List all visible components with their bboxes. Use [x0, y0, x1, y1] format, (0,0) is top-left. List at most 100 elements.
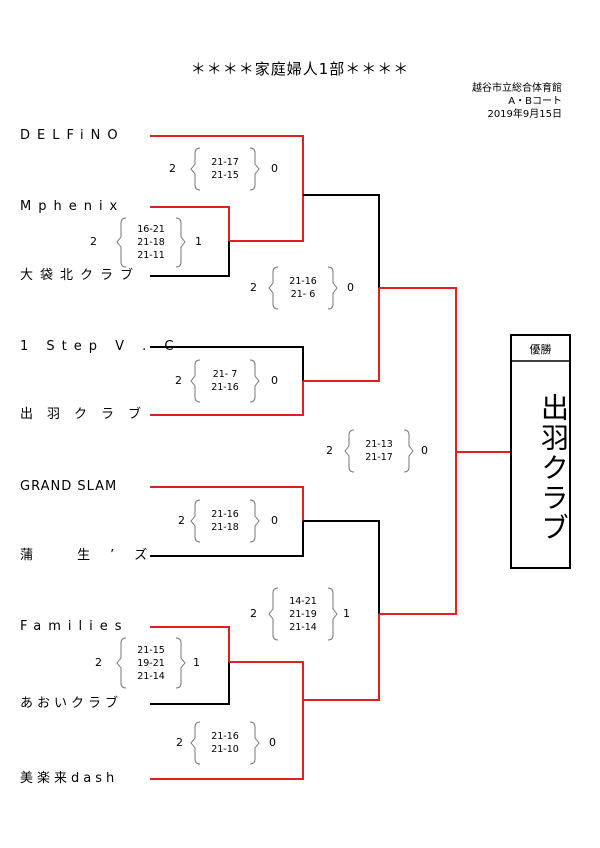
match-set-scores: 21-13 21-17: [354, 430, 404, 472]
line-ofukuro: [150, 241, 230, 277]
line-r2-dewa: [303, 288, 380, 382]
venue-court: A・Bコート: [508, 96, 562, 107]
brace-m6-open: [116, 637, 127, 689]
set-score: 14-21: [289, 595, 317, 607]
line-r2-biraku: [303, 614, 380, 701]
match-score-right: 1: [193, 656, 200, 669]
team-name: 美楽来dash: [20, 771, 119, 786]
match-score-right: 0: [347, 281, 354, 294]
brace-m1-open: [116, 217, 127, 268]
set-score: 21-13: [365, 439, 393, 450]
match-score-right: 0: [421, 444, 428, 457]
set-score: 21-15: [137, 644, 165, 656]
set-score: 21-17: [365, 452, 393, 463]
line-1step: [150, 346, 304, 381]
team-name: Families: [20, 619, 129, 634]
set-score: 21-14: [289, 621, 317, 633]
line-r2-grandslam: [303, 520, 380, 614]
brace-m4-close: [327, 266, 338, 310]
team-name: GRAND SLAM: [20, 479, 118, 494]
match-set-scores: 16-21 21-18 21-11: [126, 218, 176, 267]
match-score-right: 0: [271, 514, 278, 527]
match-score-left: 2: [250, 607, 257, 620]
line-dewa: [150, 381, 304, 416]
team-name: Mphenix: [20, 199, 125, 214]
line-sf-bottom: [379, 452, 457, 615]
match-score-right: 0: [271, 162, 278, 175]
line-r2-top: [303, 194, 380, 288]
match-set-scores: 21-15 19-21 21-14: [126, 638, 176, 688]
set-score: 21-16: [211, 382, 239, 393]
brace-m1-close: [175, 217, 186, 268]
line-biraku: [150, 700, 304, 780]
brace-m8-open: [268, 587, 279, 641]
brace-final-close: [403, 429, 414, 473]
brace-m3-open: [190, 359, 201, 403]
set-score: 21-14: [137, 670, 165, 682]
match-score-left: 2: [176, 736, 183, 749]
set-score: 21-11: [137, 250, 165, 261]
winner-box: [510, 334, 571, 569]
set-score: 21-16: [289, 276, 317, 287]
venue-date: 2019年9月15日: [487, 109, 562, 120]
team-name: 大袋北クラブ: [20, 268, 141, 283]
team-name: 蒲 生’ズ: [20, 548, 168, 563]
match-score-right: 1: [343, 607, 350, 620]
score-braces: [116, 147, 414, 765]
match-score-right: 0: [269, 736, 276, 749]
match-set-scores: 21- 7 21-16: [200, 360, 250, 402]
match-set-scores: 14-21 21-19 21-14: [278, 588, 328, 640]
line-mphenix: [150, 206, 230, 241]
line-gamous: [150, 521, 304, 557]
brace-m2-close: [249, 147, 260, 191]
set-score: 16-21: [137, 224, 165, 235]
match-score-right: 1: [195, 235, 202, 248]
set-score: 19-21: [137, 657, 165, 669]
brace-m4-open: [268, 266, 279, 310]
line-sf-top: [379, 287, 457, 452]
set-score: 21- 7: [212, 369, 238, 380]
brace-m2-open: [190, 147, 201, 191]
brace-m5-close: [249, 499, 260, 543]
match-score-left: 2: [90, 235, 97, 248]
set-score: 21-15: [211, 170, 239, 181]
match-score-left: 2: [250, 281, 257, 294]
match-score-left: 2: [326, 444, 333, 457]
match-score-right: 0: [271, 374, 278, 387]
set-score: 21-18: [211, 522, 239, 533]
set-score: 21-18: [137, 237, 165, 248]
venue-name: 越谷市立総合体育館: [472, 83, 562, 94]
team-name: DELFiNO: [20, 128, 125, 143]
set-score: 21-17: [211, 157, 239, 168]
match-score-left: 2: [169, 162, 176, 175]
line-grandslam: [150, 486, 304, 521]
match-set-scores: 21-16 21-10: [200, 722, 250, 764]
brace-m6-close: [175, 637, 186, 689]
brace-final-open: [344, 429, 355, 473]
team-name: あおいクラブ: [20, 696, 123, 711]
winner-label: 優勝: [529, 343, 552, 356]
match-set-scores: 21-16 21- 6: [278, 267, 328, 309]
set-score: 21- 6: [290, 289, 316, 300]
brace-m7-open: [190, 721, 201, 765]
match-set-scores: 21-17 21-15: [200, 148, 250, 190]
brace-m8-close: [327, 587, 338, 641]
match-score-left: 2: [95, 656, 102, 669]
team-name: 出羽クラブ: [20, 407, 156, 422]
page-title: ＊＊＊＊家庭婦人1部＊＊＊＊: [190, 60, 410, 78]
set-score: 21-10: [211, 744, 239, 755]
winner-name: 出羽クラブ: [537, 393, 570, 543]
match-set-scores: 21-16 21-18: [200, 500, 250, 542]
line-aoi: [150, 662, 230, 705]
brace-m3-close: [249, 359, 260, 403]
set-score: 21-19: [289, 608, 317, 620]
match-score-left: 2: [178, 514, 185, 527]
line-families: [150, 626, 230, 662]
set-score: 21-16: [211, 731, 239, 742]
line-families-adv: [229, 661, 304, 700]
set-score: 21-16: [211, 509, 239, 520]
match-score-left: 2: [175, 374, 182, 387]
team-name: 1 Step V . C: [20, 339, 181, 354]
line-delfino: [150, 135, 304, 195]
